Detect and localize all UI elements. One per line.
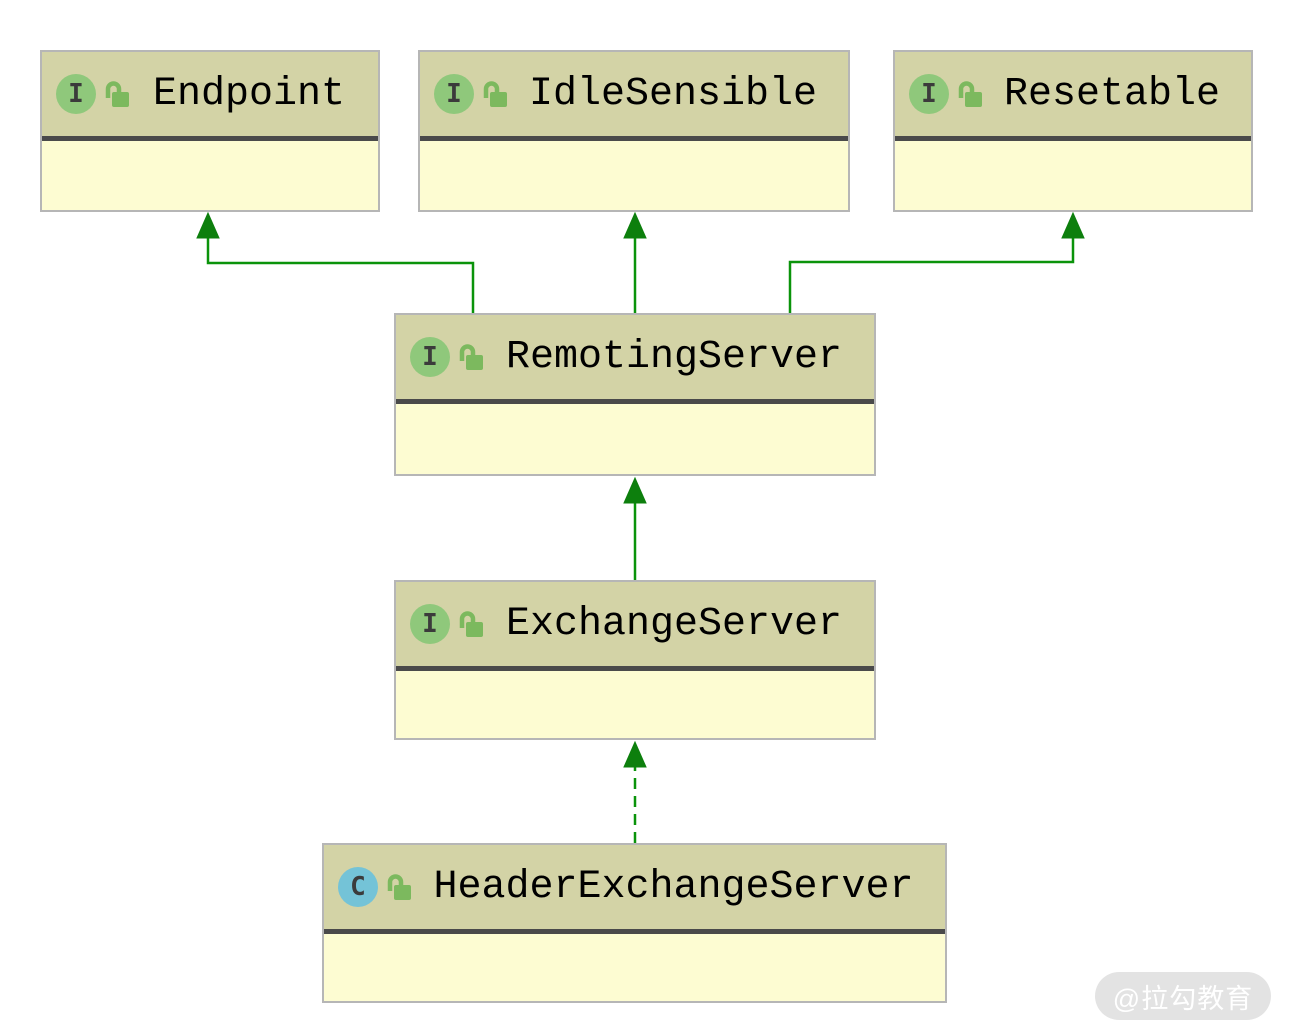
node-header: I Resetable (895, 52, 1251, 136)
node-members-area (420, 141, 848, 210)
node-headerexchangeserver[interactable]: C HeaderExchangeServer (322, 843, 947, 1003)
header-separator (396, 666, 874, 671)
node-exchangeserver[interactable]: I ExchangeServer (394, 580, 876, 740)
badge-letter: I (422, 609, 438, 639)
watermark-badge: @拉勾教育 (1095, 972, 1271, 1020)
node-resetable[interactable]: I Resetable (893, 50, 1253, 212)
unlocked-icon (459, 611, 483, 637)
interface-icon: I (410, 337, 450, 377)
edge-remotingserver-to-endpoint (196, 211, 475, 313)
header-separator (324, 929, 945, 934)
class-icon: C (338, 867, 378, 907)
node-members-area (396, 671, 874, 738)
node-members-area (42, 141, 378, 210)
interface-icon: I (909, 74, 949, 114)
badge-letter: I (446, 79, 462, 109)
node-header: I RemotingServer (396, 315, 874, 399)
unlocked-icon (483, 81, 507, 107)
unlocked-icon (459, 344, 483, 370)
header-separator (396, 399, 874, 404)
badge-letter: I (68, 79, 84, 109)
node-endpoint[interactable]: I Endpoint (40, 50, 380, 212)
interface-icon: I (56, 74, 96, 114)
node-members-area (895, 141, 1251, 210)
badge-letter: I (422, 342, 438, 372)
node-title: Endpoint (152, 71, 346, 117)
edge-headerexchangeserver-to-exchangeserver (623, 740, 647, 843)
interface-icon: I (410, 604, 450, 644)
node-remotingserver[interactable]: I RemotingServer (394, 313, 876, 476)
badge-letter: C (350, 872, 366, 902)
node-header: C HeaderExchangeServer (324, 845, 945, 929)
node-title: HeaderExchangeServer (433, 864, 914, 910)
unlocked-icon (387, 874, 411, 900)
interface-icon: I (434, 74, 474, 114)
header-separator (420, 136, 848, 141)
edge-remotingserver-to-idlesensible (623, 211, 647, 313)
node-title: ExchangeServer (505, 601, 843, 647)
unlocked-icon (105, 81, 129, 107)
unlocked-icon (958, 81, 982, 107)
node-header: I ExchangeServer (396, 582, 874, 666)
edge-remotingserver-to-resetable (788, 211, 1085, 313)
edge-exchangeserver-to-remotingserver (623, 476, 647, 580)
node-title: IdleSensible (528, 71, 818, 117)
header-separator (895, 136, 1251, 141)
badge-letter: I (921, 79, 937, 109)
node-title: Resetable (1003, 71, 1221, 117)
node-title: RemotingServer (505, 334, 843, 380)
node-idlesensible[interactable]: I IdleSensible (418, 50, 850, 212)
node-header: I Endpoint (42, 52, 378, 136)
node-header: I IdleSensible (420, 52, 848, 136)
header-separator (42, 136, 378, 141)
node-members-area (396, 404, 874, 474)
watermark-text: @拉勾教育 (1112, 983, 1254, 1014)
node-members-area (324, 934, 945, 1001)
